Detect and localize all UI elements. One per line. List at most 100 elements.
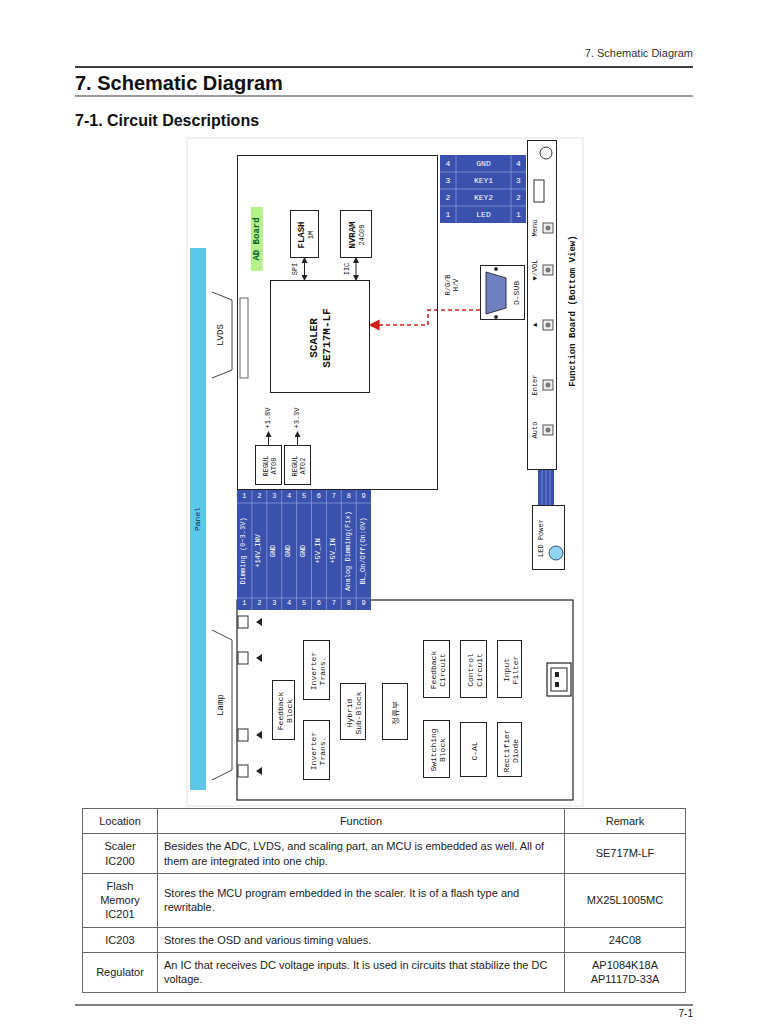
led-power-board: LED Power <box>532 505 565 570</box>
lamp-bracket <box>212 630 232 780</box>
node-label: Hybrid Sub-Block <box>345 687 363 738</box>
regulator: REGUL AT02 <box>284 445 311 485</box>
table-cell-text: Flash Memory IC201 <box>89 879 151 922</box>
node-label: SCALERSE717M-LF <box>308 284 333 391</box>
node-subtitle: 1M <box>307 213 315 257</box>
node-label: Feedback Block <box>275 684 293 738</box>
pin-number: 6 <box>317 600 321 608</box>
node-title: LED Power <box>537 511 545 566</box>
table-cell: Stores the MCU program embedded in the s… <box>158 873 565 927</box>
table-row: RegulatorAn IC that receives DC voltage … <box>83 953 686 993</box>
table-cell-text: Scaler IC200 <box>89 839 151 868</box>
signal-name: +5V_IN <box>330 504 338 598</box>
dsub-shell <box>486 272 506 314</box>
circuit-block: 정류부 <box>382 683 408 740</box>
circuit-block: Control Circuit <box>460 640 487 698</box>
table-header: Function <box>164 814 558 828</box>
footer-rule <box>75 1004 693 1005</box>
connector-grid <box>237 490 371 610</box>
table-cell: AP1084K18A AP1117D-33A <box>565 953 686 993</box>
title-rule <box>75 96 693 97</box>
pin-number: 4 <box>287 600 291 608</box>
panel-bar: Panel <box>190 248 206 790</box>
signal-name: Dimming (0~3.3V) <box>241 504 249 598</box>
signal-connector <box>370 310 480 325</box>
rail-arrow <box>297 432 298 445</box>
function-pin: 1 <box>446 210 451 219</box>
pin-number: 6 <box>317 493 321 501</box>
node-title: Rectifier Diode <box>501 726 519 775</box>
edge-label: SPI <box>292 263 300 276</box>
table-cell-text: Stores the MCU program embedded in the s… <box>164 886 558 915</box>
node-label: AD Board <box>251 207 263 271</box>
node-title: 정류부 <box>391 687 400 738</box>
node-title: REGUL AT02 <box>290 449 306 483</box>
node-label: C-AL <box>470 726 479 775</box>
pin-number: 1 <box>242 493 246 501</box>
lamp-socket <box>238 729 248 741</box>
table-cell-text: IC203 <box>89 933 151 947</box>
section-heading: 7-1. Circuit Descriptions <box>75 112 259 130</box>
function-connector-grid <box>440 155 526 223</box>
node-label: D-SUB <box>512 273 521 313</box>
function-pin: 4 <box>446 159 451 168</box>
node-label: Inverter Trans. <box>308 644 326 698</box>
node-title: FLASH <box>296 213 306 257</box>
button-dot <box>546 268 551 273</box>
node-title: Inverter Trans. <box>308 644 326 698</box>
label: +3.3V <box>294 407 302 428</box>
node-title: Hybrid Sub-Block <box>345 687 363 738</box>
node-subtitle: 24C08 <box>358 213 366 257</box>
node-label: Inverter Trans. <box>308 724 326 778</box>
flash-chip: FLASH1M <box>290 210 319 258</box>
function-pin: 3 <box>446 176 451 185</box>
table-row: Flash Memory IC201 Stores the MCU program… <box>83 873 686 927</box>
table-cell-text: MX25L1005MC <box>571 893 679 907</box>
signal-connector <box>356 258 357 280</box>
power-board-outline <box>237 600 573 800</box>
table-cell-text: Regulator <box>89 965 151 979</box>
function-connector <box>440 155 526 223</box>
ad-board: AD BoardFLASH1MNVRAM24C08SCALERSE717M-LF… <box>237 155 438 490</box>
node-label: Rectifier Diode <box>501 726 519 775</box>
lamp-triangle <box>256 654 262 662</box>
signal-name: +14V_INV <box>256 504 264 598</box>
lamp-socket <box>238 765 248 777</box>
pin-number: 3 <box>272 493 276 501</box>
lamp-socket <box>238 616 248 628</box>
node-label: Control Circuit <box>465 644 483 696</box>
edge-label: R/G/B H/V <box>445 271 460 299</box>
signal-connector <box>304 258 305 280</box>
circuit-block: Input Filter <box>497 640 522 698</box>
pin-number: 5 <box>302 600 306 608</box>
node-title: D-SUB <box>512 273 521 313</box>
node-title: REGUL AT08 <box>261 449 277 483</box>
pin-number: 5 <box>302 493 306 501</box>
lamp-triangles <box>256 618 262 775</box>
label: LVDS <box>217 324 227 346</box>
running-header: 7. Schematic Diagram <box>585 47 693 59</box>
pin-number: 9 <box>362 600 366 608</box>
table-cell: Scaler IC200 <box>83 834 158 874</box>
node-label: Feedback Circuit <box>428 644 446 696</box>
table-cell: Besides the ADC, LVDS, and scaling part,… <box>158 834 565 874</box>
node-title: Feedback Circuit <box>428 644 446 696</box>
node-label: FLASH1M <box>296 213 314 257</box>
pin-number: 8 <box>347 493 351 501</box>
pin-number: 2 <box>257 493 261 501</box>
pin-number: 8 <box>347 600 351 608</box>
table-header: Remark <box>571 814 679 828</box>
table-cell-text: 24C08 <box>571 933 679 947</box>
function-pin: KEY1 <box>474 176 493 185</box>
inverter-connector <box>237 490 371 610</box>
lvds-bracket <box>212 292 232 378</box>
button-label: Enter <box>532 374 540 395</box>
lamp-triangle <box>256 618 262 626</box>
button <box>543 425 553 435</box>
function-pin: 2 <box>446 193 451 202</box>
node-label: Function Board (Bottom View) <box>568 221 578 401</box>
spec-table: LocationFunctionRemarkScaler IC200Beside… <box>82 808 686 993</box>
